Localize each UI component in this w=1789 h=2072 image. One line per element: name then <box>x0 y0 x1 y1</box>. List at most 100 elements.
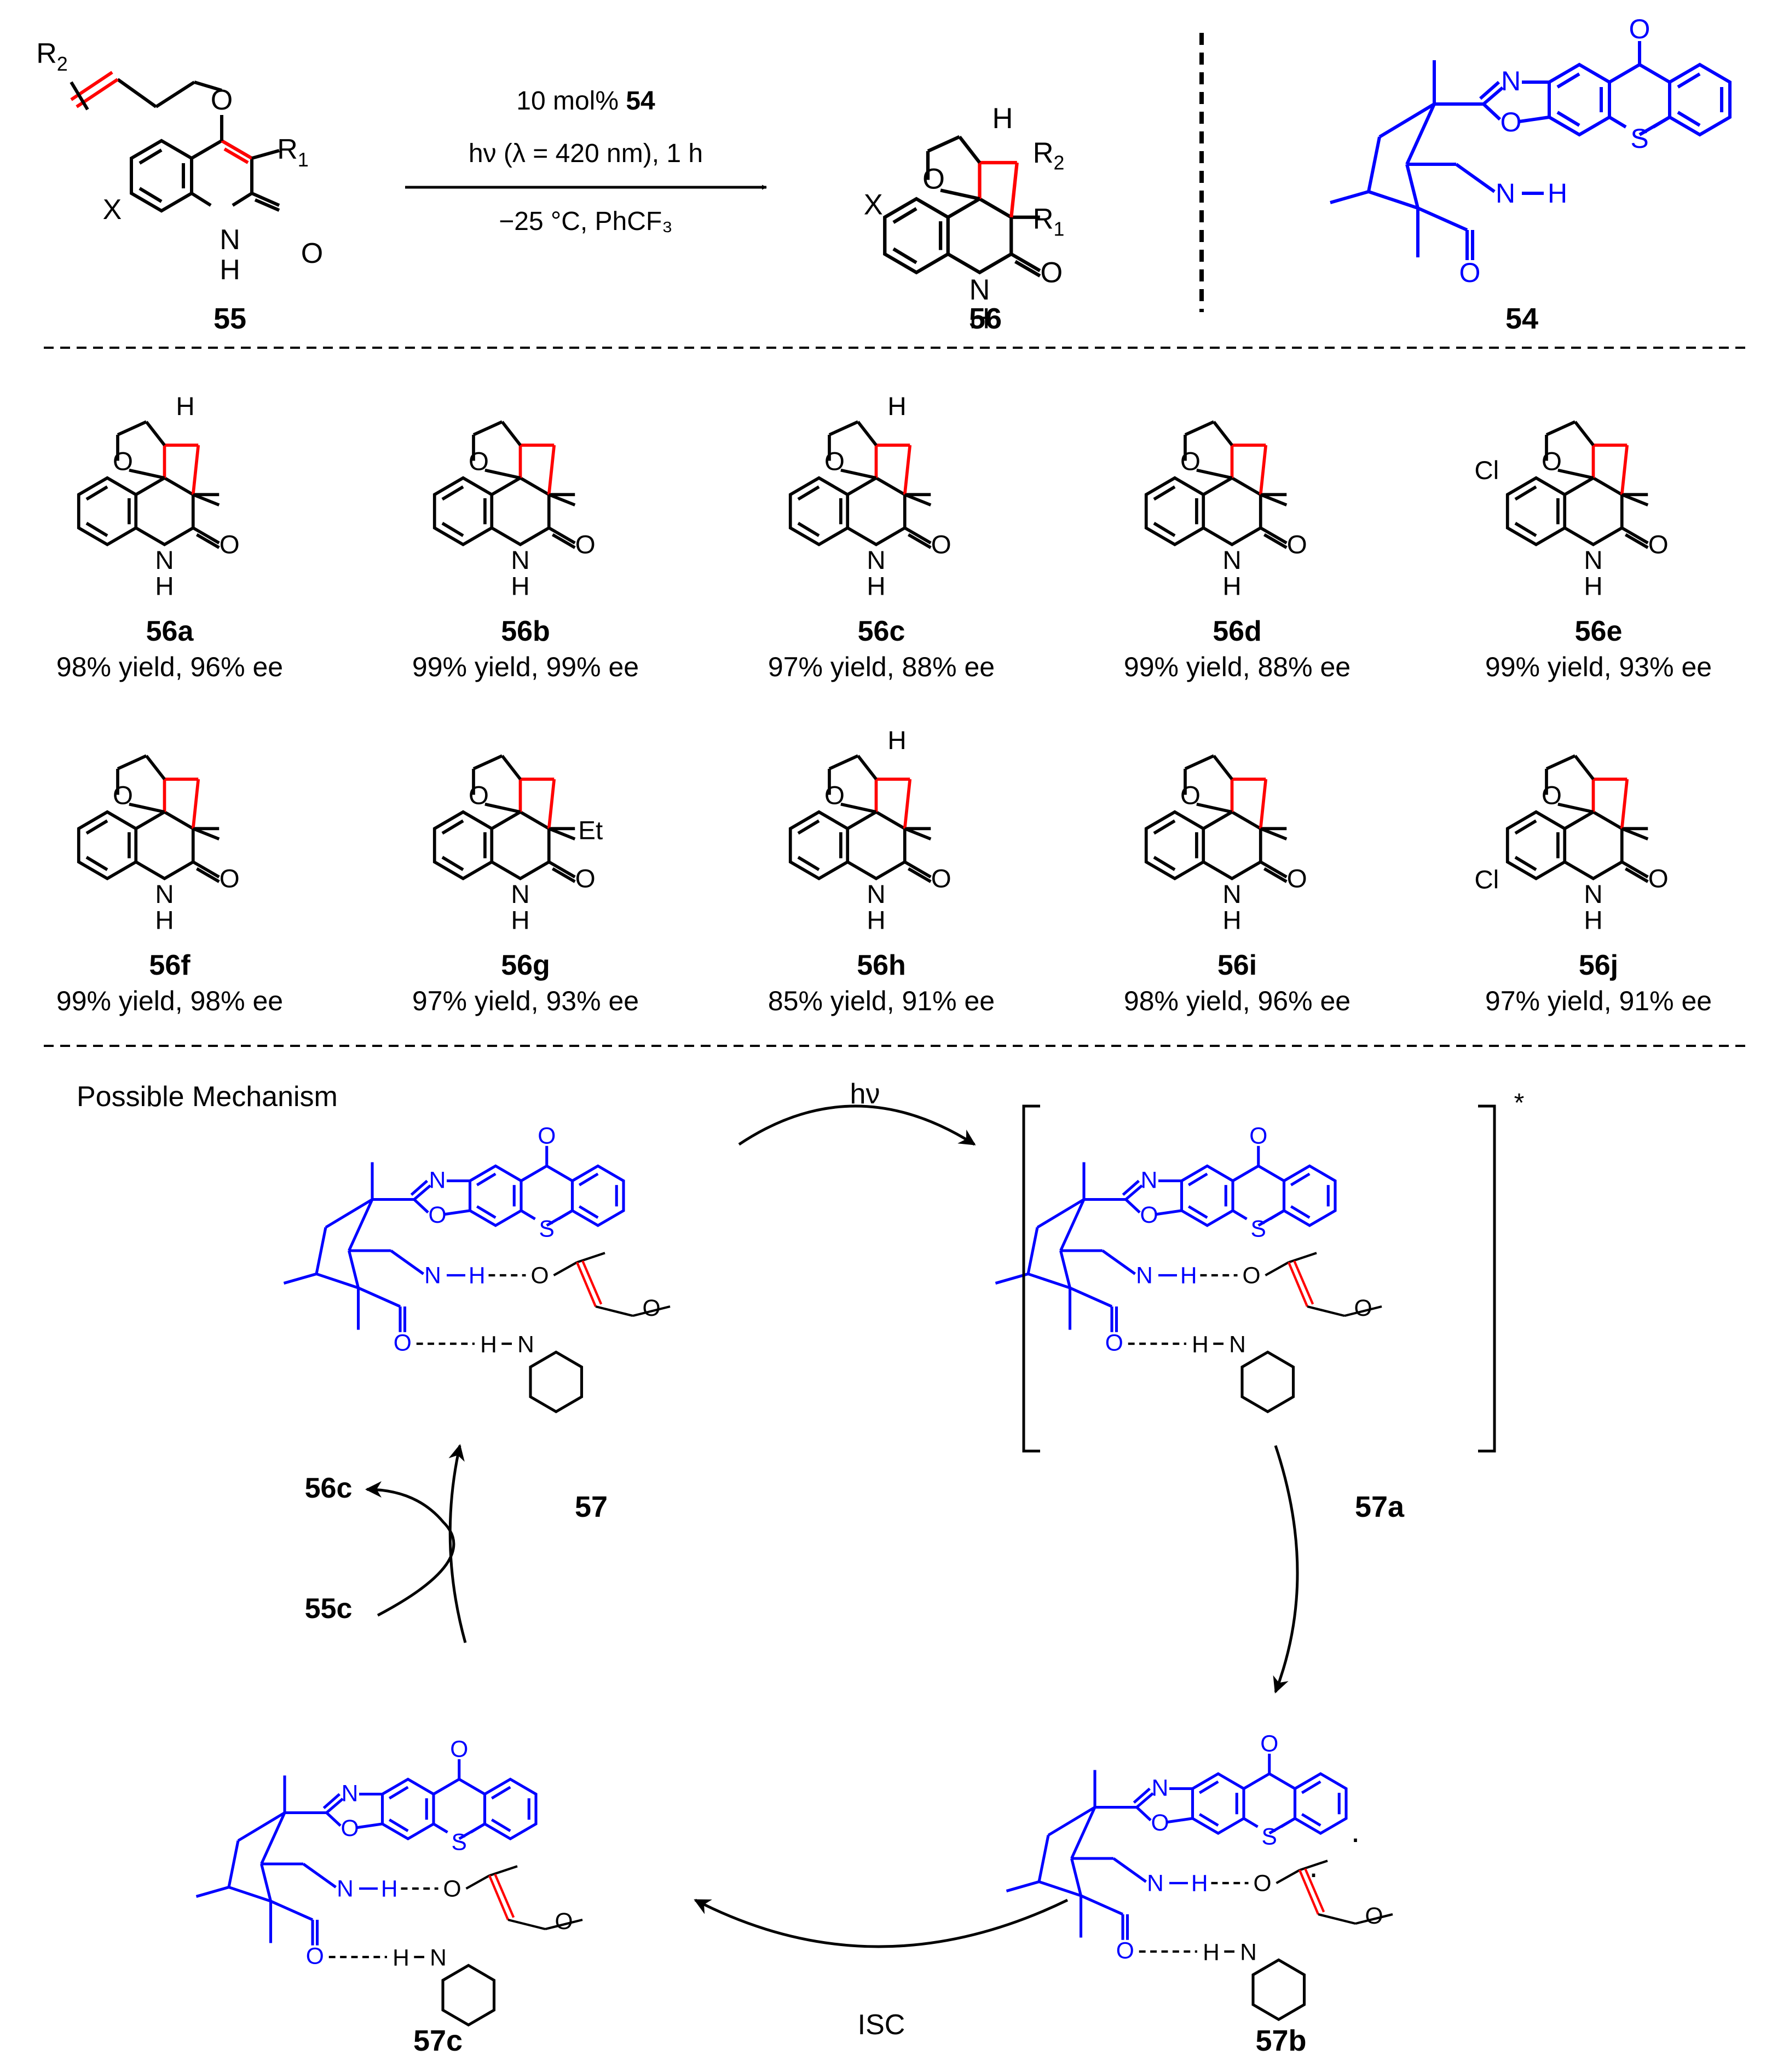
atom-h-substrate: H <box>1203 1939 1220 1965</box>
atom-h2: H <box>969 302 990 335</box>
product-56: X O H R2 R1 N H O <box>864 102 1065 335</box>
product-result: 99% yield, 98% ee <box>56 986 283 1016</box>
atom-s: S <box>539 1217 555 1242</box>
product-label: 56b <box>501 615 550 647</box>
atom-o-substrate: O <box>1242 1263 1260 1289</box>
cycle-return-arrow <box>448 1444 467 1643</box>
atom-o-ketone: O <box>450 1737 468 1763</box>
atom-o: O <box>428 1202 446 1228</box>
atom-h: H <box>511 572 529 601</box>
atom-h: H <box>220 254 240 286</box>
product-result: 99% yield, 93% ee <box>1485 652 1712 682</box>
condition-catalyst: 10 mol% 54 <box>516 87 655 116</box>
atom-n: N <box>969 274 990 306</box>
atom-o: O <box>113 781 133 810</box>
atom-n: N <box>155 880 174 909</box>
label-55: 55 <box>213 302 246 335</box>
atom-o: O <box>1180 447 1201 476</box>
catalyst-54: N O O S N H O <box>1330 14 1730 288</box>
product-result: 97% yield, 93% ee <box>412 986 639 1016</box>
atom-cl: Cl <box>1474 866 1499 895</box>
atom-h: H <box>155 572 174 601</box>
atom-r2: R2 <box>1033 137 1065 174</box>
product-result: 98% yield, 96% ee <box>1124 986 1351 1016</box>
atom-n: N <box>1584 880 1602 909</box>
product-result: 97% yield, 91% ee <box>1485 986 1712 1016</box>
atom-n-amide: N <box>424 1263 441 1289</box>
atom-o2: O <box>931 865 951 894</box>
atom-x: X <box>864 189 883 221</box>
product-label: 56e <box>1575 615 1623 647</box>
atom-s: S <box>452 1830 467 1856</box>
atom-n: N <box>1584 546 1602 575</box>
atom-n-amide: N <box>1136 1263 1153 1289</box>
excited-mark: * <box>1514 1089 1525 1118</box>
atom-o-amide: O <box>1116 1938 1134 1964</box>
atom-n: N <box>1141 1167 1158 1193</box>
atom-o2: O <box>220 531 240 560</box>
atom-n-amide: N <box>337 1877 354 1902</box>
atom-cl: Cl <box>1474 456 1499 485</box>
isc-label: ISC <box>858 2009 905 2041</box>
atom-o: O <box>341 1816 359 1841</box>
atom-n: N <box>1501 66 1521 96</box>
atom-r2: R2 <box>36 38 68 75</box>
product-label: 56h <box>857 949 906 981</box>
atom-o-ether: O <box>555 1909 573 1935</box>
atom-o: O <box>1542 447 1562 476</box>
atom-o-amide: O <box>1459 257 1481 288</box>
atom-h-ring: H <box>887 392 906 421</box>
label-56c-out: 56c <box>305 1472 353 1504</box>
atom-o-ketone: O <box>1249 1124 1267 1149</box>
atom-o-substrate: O <box>1253 1871 1271 1897</box>
atom-x: X <box>103 194 122 226</box>
product-label: 56c <box>858 615 905 647</box>
atom-o2: O <box>575 531 596 560</box>
atom-n-amide: N <box>1147 1871 1164 1897</box>
atom-s: S <box>1630 123 1648 154</box>
atom-o-amide: O <box>306 1944 324 1970</box>
atom-o-ketone: O <box>1629 14 1651 44</box>
reaction-arrow-group: 10 mol% 54 hν (λ = 420 nm), 1 h −25 °C, … <box>405 87 767 236</box>
substrate-55: O R1 R2 X N H O 55 <box>36 38 323 335</box>
atom-s: S <box>1262 1824 1277 1850</box>
atom-h: H <box>155 906 174 935</box>
label-57a: 57a <box>1355 1490 1405 1523</box>
atom-n: N <box>511 880 529 909</box>
label-54: 54 <box>1505 302 1538 335</box>
label-55c-in: 55c <box>305 1593 353 1625</box>
atom-o-substrate: O <box>443 1877 461 1902</box>
label-57b: 57b <box>1255 2024 1306 2057</box>
label-57: 57 <box>575 1490 608 1523</box>
condition-light: hν (λ = 420 nm), 1 h <box>469 139 703 168</box>
bracket-right <box>1478 1104 1496 1453</box>
isc-arrow <box>694 1898 1069 1948</box>
atom-o-ketone: O <box>1260 1731 1278 1757</box>
bracket-left <box>1022 1104 1040 1453</box>
condition-temp: −25 °C, PhCF₃ <box>499 207 673 236</box>
atom-o: O <box>113 447 133 476</box>
atom-n: N <box>867 880 885 909</box>
product-result: 85% yield, 91% ee <box>768 986 995 1016</box>
atom-o2: O <box>1648 531 1669 560</box>
product-result: 97% yield, 88% ee <box>768 652 995 682</box>
atom-h: H <box>1191 1871 1208 1897</box>
arrow-57a-57b <box>1273 1445 1299 1694</box>
radical-dot-2: · <box>1350 1820 1361 1856</box>
atom-n: N <box>1222 546 1241 575</box>
atom-o: O <box>211 84 233 116</box>
atom-h: H <box>867 906 885 935</box>
atom-r1: R1 <box>277 134 309 171</box>
atom-h: H <box>469 1263 486 1289</box>
atom-h-substrate: H <box>1192 1332 1209 1357</box>
atom-o2: O <box>575 865 596 894</box>
hv-label: hν <box>850 1078 880 1110</box>
